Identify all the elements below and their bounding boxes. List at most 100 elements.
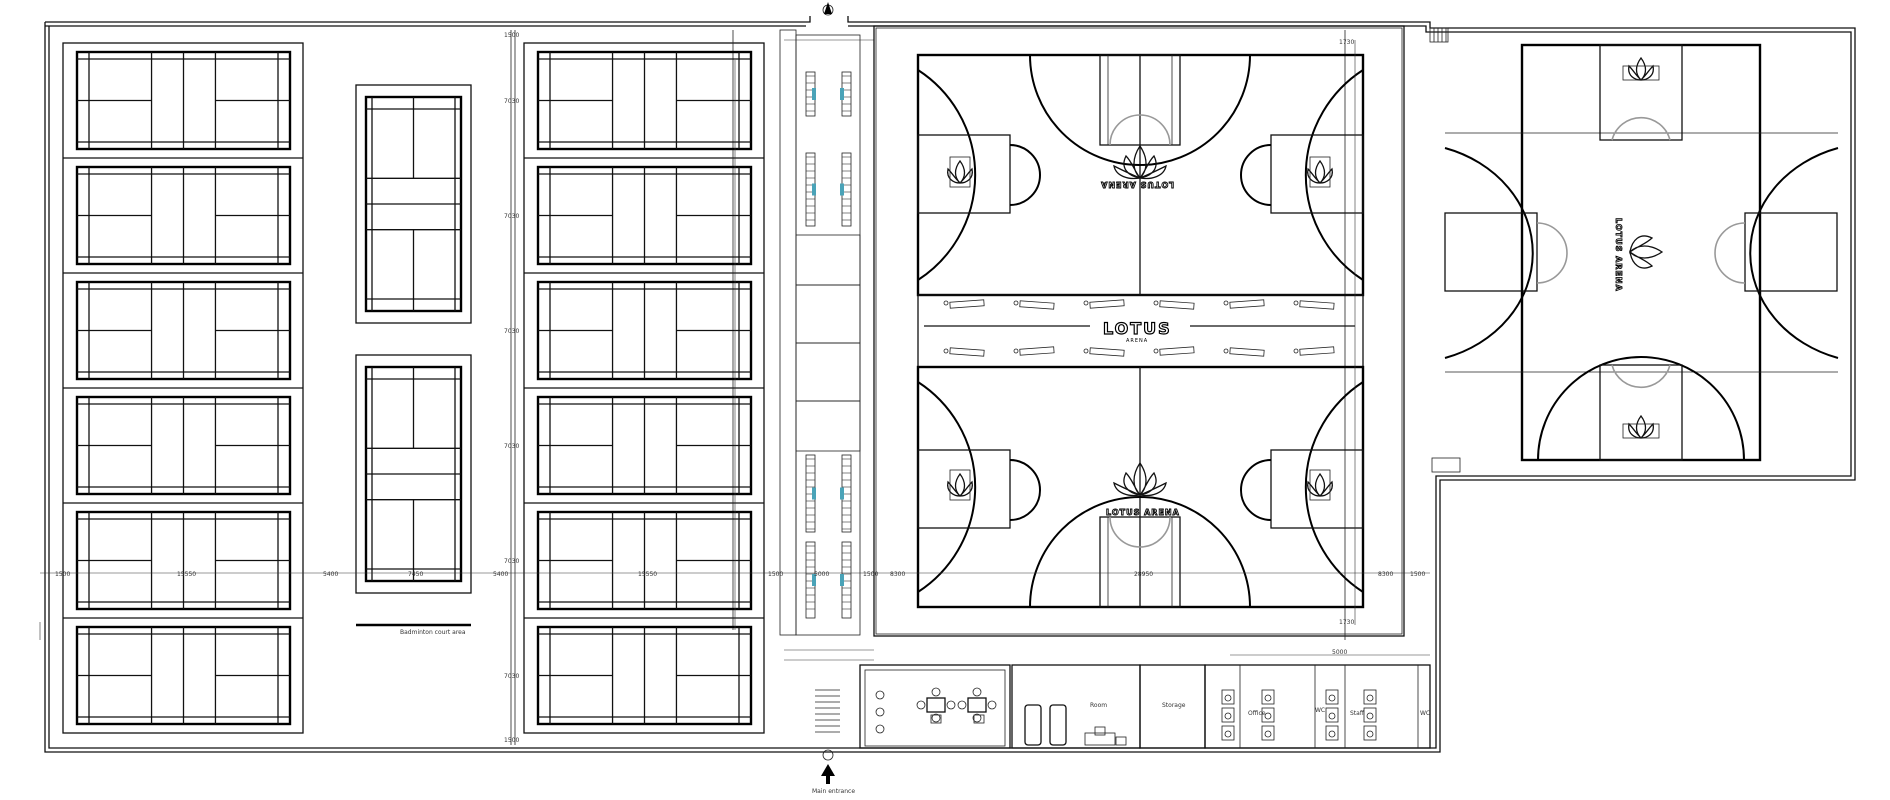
toilet-bowl (1224, 730, 1232, 738)
basketball-court-bottom (916, 365, 1365, 609)
center-badminton-courts (364, 95, 463, 583)
bottom-rooms: Room Storage Office Staff WC WC (815, 664, 1431, 749)
dim-bay-2: 7030 (504, 213, 519, 220)
badminton-court (536, 50, 753, 151)
center-badminton-block: Badminton court area (355, 84, 472, 636)
bench-post (1223, 300, 1229, 306)
dim-bay-5: 7030 (504, 558, 519, 565)
dim-top-1500: 1500 (504, 32, 519, 39)
dimension-texts: 1500 15550 5400 7450 5400 15550 1500 500… (55, 32, 1425, 744)
toilet-bowl (1328, 712, 1336, 720)
stall (1363, 707, 1377, 723)
bench-post (1083, 300, 1089, 306)
middle-badminton-courts (536, 50, 753, 726)
bench-post (943, 300, 949, 306)
toilet-bowl (1366, 694, 1374, 702)
dim-bottom-5000: 5000 (1332, 649, 1347, 656)
dim-right-1730-bottom: 1730 (1339, 619, 1354, 626)
stall (1325, 707, 1339, 723)
lockers (1024, 704, 1127, 746)
seat-accent-left (812, 88, 816, 100)
entrance-caption: Main entrance (812, 788, 855, 795)
stair-tag (1429, 27, 1449, 43)
dim-bay-1: 7030 (504, 98, 519, 105)
lotus-logo-icon: LOTUS ARENA LOTUS ARENA (947, 144, 1333, 517)
room-2-label: Storage (1162, 702, 1186, 709)
dim-bay-3: 7030 (504, 328, 519, 335)
seat-accent-right (840, 88, 844, 100)
stall (1221, 707, 1235, 723)
dim-left-1500: 1500 (55, 571, 70, 578)
left-badminton-courts (75, 50, 292, 726)
bench-top (1019, 300, 1055, 310)
basketball-court-right: LOTUS ARENA (1444, 43, 1839, 462)
outer-walls (44, 16, 1856, 753)
badminton-court (536, 280, 753, 381)
badminton-court (75, 395, 292, 496)
seat-accent-left (812, 183, 816, 196)
basketball-court-top (916, 53, 1365, 297)
seat-accent-right (840, 487, 844, 500)
badminton-court (536, 625, 753, 726)
badminton-court (75, 280, 292, 381)
dim-width-15550-b: 15550 (638, 571, 657, 578)
badminton-court (75, 510, 292, 611)
entrance-arrow-icon: Main entrance (812, 749, 855, 795)
left-area-caption: Badminton court area (400, 629, 466, 636)
seat-accent-right (840, 574, 844, 586)
seat-accent-left (812, 574, 816, 586)
dim-corridor-5000: 5000 (814, 571, 829, 578)
room-3-label: Office (1248, 710, 1266, 717)
bench-post (1293, 348, 1299, 354)
badminton-court (75, 50, 292, 151)
seat-accent-left (812, 487, 816, 500)
bench-bottom (1159, 346, 1195, 356)
dimension-lines (39, 40, 1430, 656)
stall (1363, 689, 1377, 705)
bench-top (949, 299, 985, 309)
toilet-stalls (1221, 689, 1377, 741)
right-court-logo-text: LOTUS ARENA (1614, 218, 1623, 292)
bench-post (943, 348, 949, 354)
brand-name: LOTUS (1103, 319, 1172, 338)
stairs (815, 689, 840, 733)
bench-bottom (1299, 346, 1335, 356)
bench-bottom (1089, 347, 1125, 357)
middle-badminton-block (510, 30, 765, 745)
stall (1261, 725, 1275, 741)
toilet-bowl (1328, 730, 1336, 738)
dim-mid-1500: 1500 (768, 571, 783, 578)
dim-width-5400-a: 5400 (323, 571, 338, 578)
bench-post (1083, 348, 1089, 354)
toilet-f-label: WC (1420, 710, 1430, 717)
dim-width-15550-a: 15550 (177, 571, 196, 578)
banner-benches (943, 299, 1335, 357)
toilet-bowl (1366, 712, 1374, 720)
dim-width-5400-b: 5400 (493, 571, 508, 578)
stall (1261, 707, 1275, 723)
dim-bay-6: 7030 (504, 673, 519, 680)
dim-court-28950: 28950 (1134, 571, 1153, 578)
badminton-court (75, 165, 292, 266)
badminton-court (364, 365, 463, 583)
badminton-court (536, 510, 753, 611)
toilet-m-label: WC (1315, 707, 1325, 714)
stall (1221, 689, 1235, 705)
badminton-court (536, 395, 753, 496)
bench-post (1153, 348, 1159, 354)
bench-post (1013, 300, 1019, 306)
room-4-label: Staff (1350, 710, 1365, 717)
badminton-court (75, 625, 292, 726)
seat-accent-right (840, 183, 844, 196)
toilet-bowl (1224, 712, 1232, 720)
dim-right-1730-top: 1730 (1339, 39, 1354, 46)
toilet-bowl (1328, 694, 1336, 702)
bench-post (1293, 300, 1299, 306)
toilet-bowl (1224, 694, 1232, 702)
north-arrow-icon (822, 2, 834, 16)
dim-bottom-1500: 1500 (504, 737, 519, 744)
stall (1363, 725, 1377, 741)
stall (1325, 689, 1339, 705)
